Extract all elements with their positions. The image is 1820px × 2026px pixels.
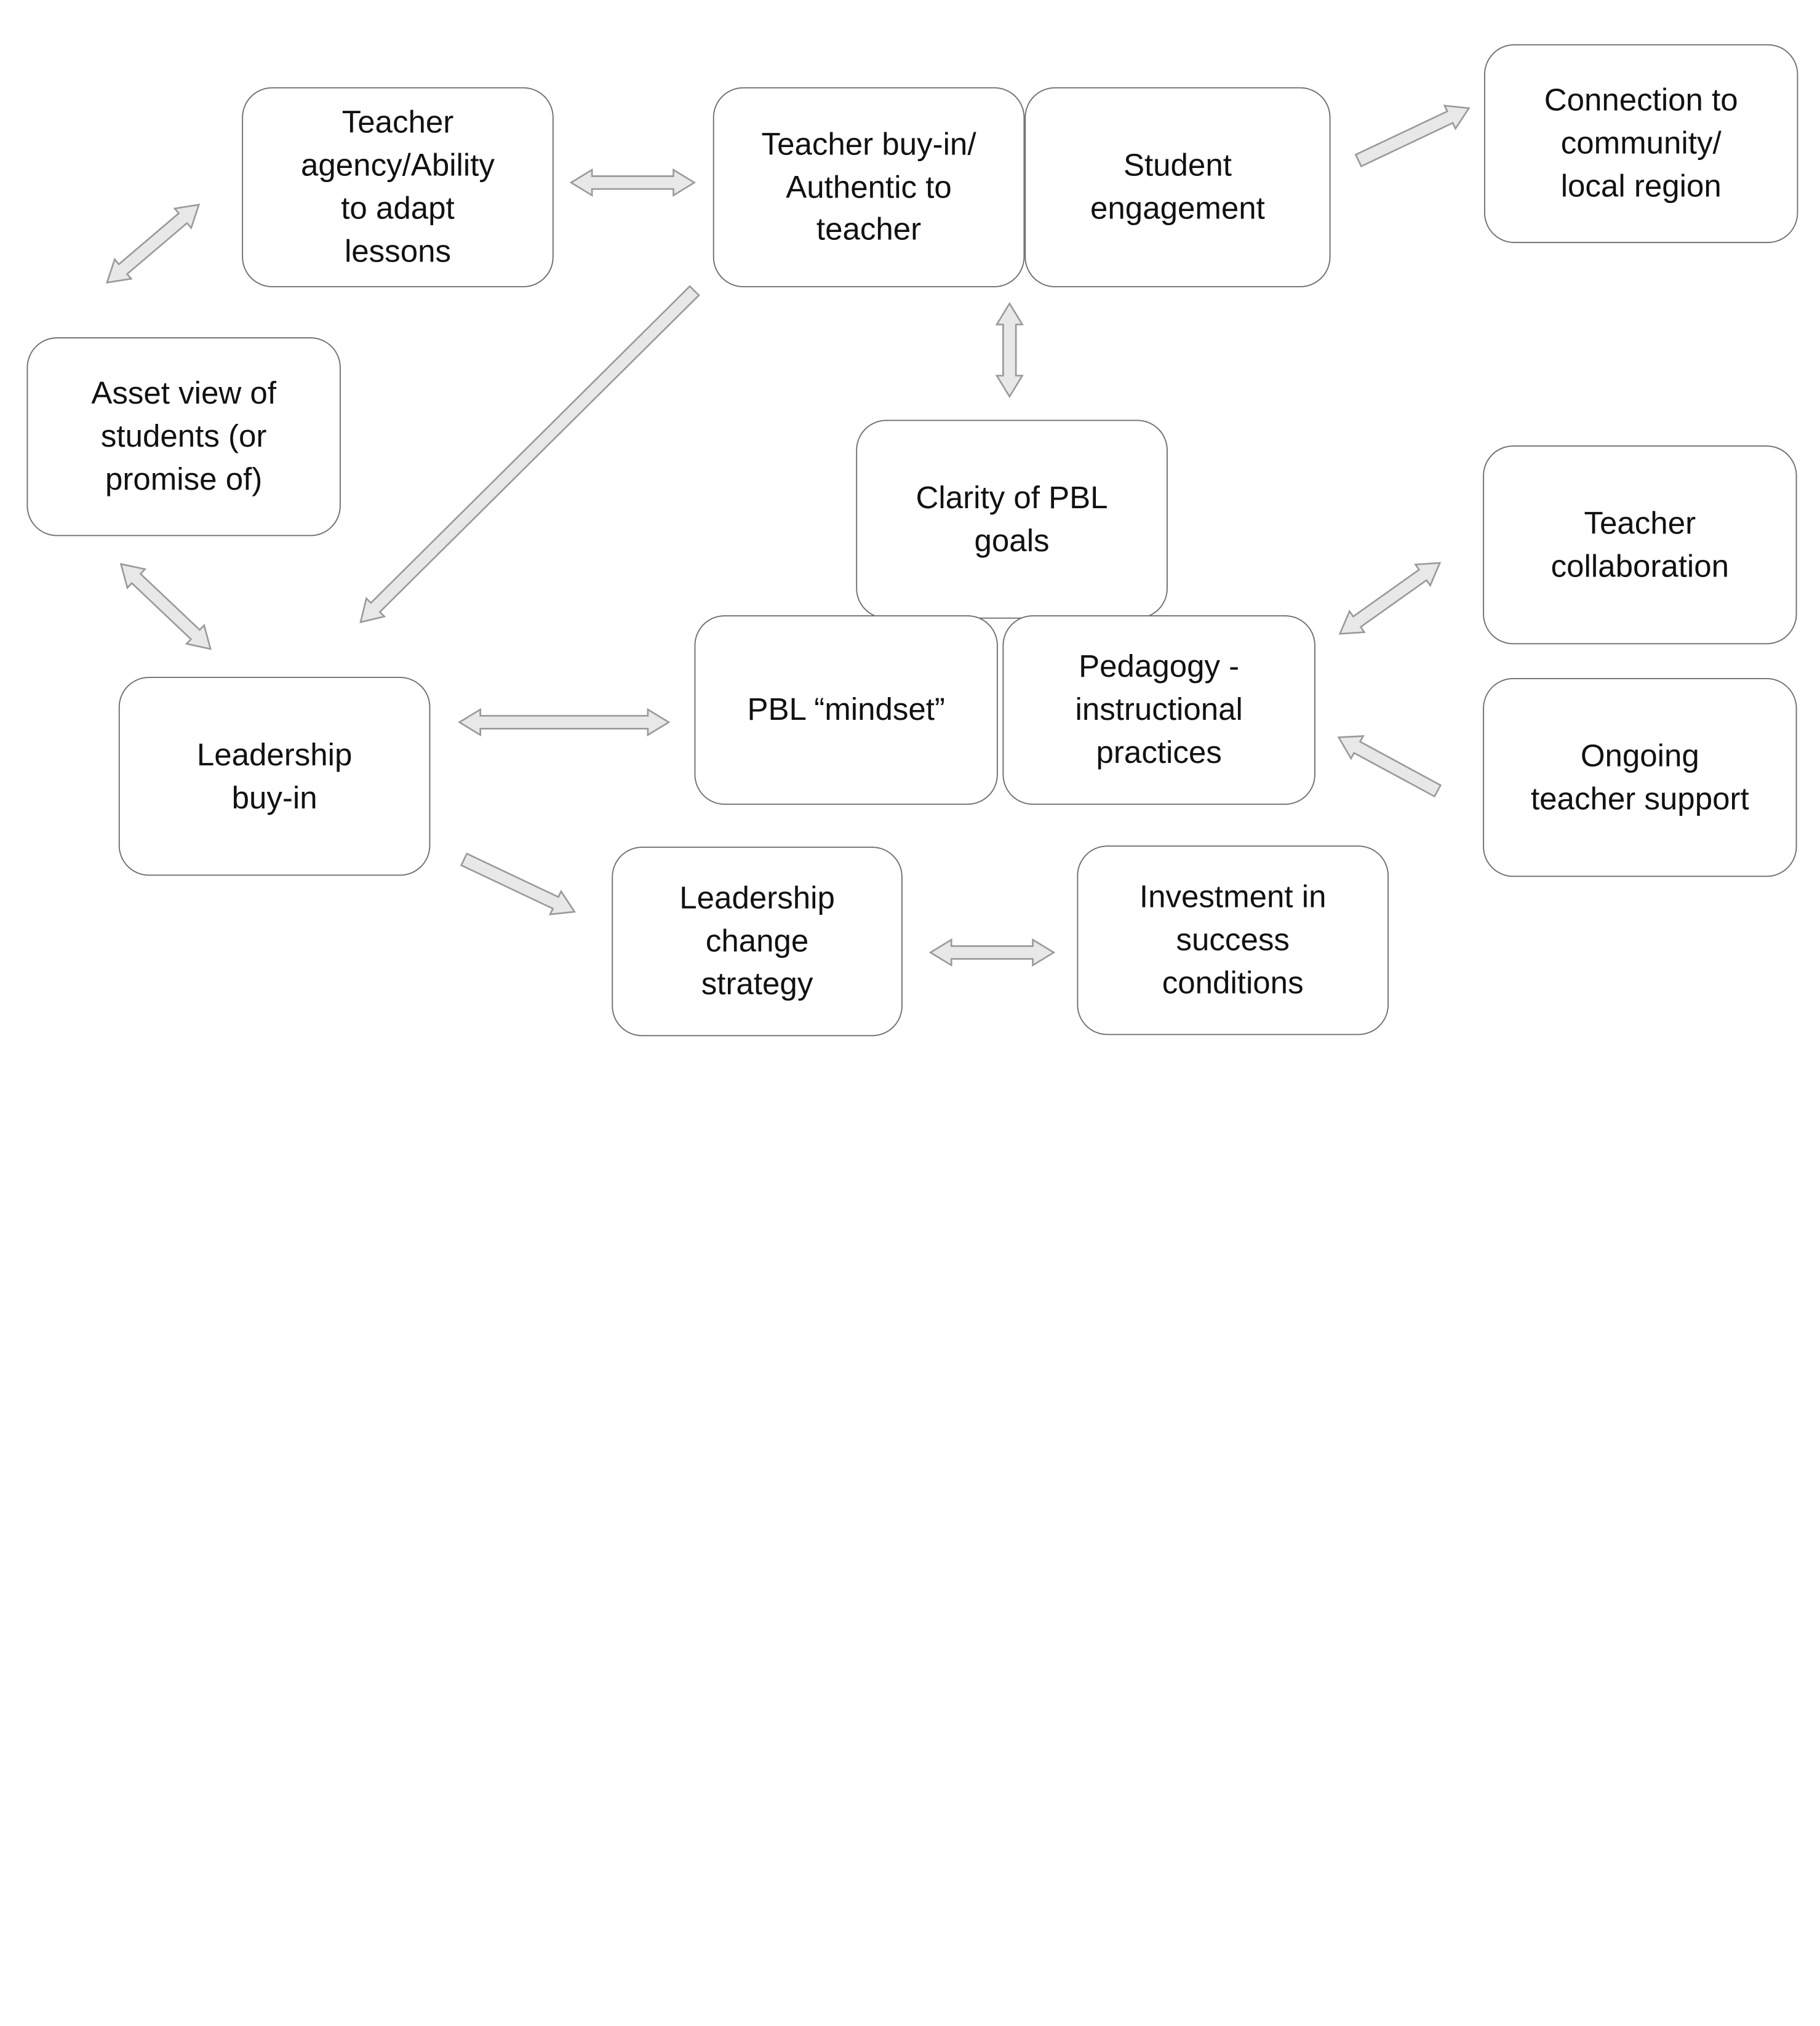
- arrow-asset-view-teacher-agency: [105, 204, 201, 284]
- node-investment-label: Investment in success conditions: [1139, 879, 1327, 1000]
- node-leadership-buy-in: Leadership buy-in: [118, 677, 431, 876]
- arrow-student-engagement-connection: [1354, 105, 1471, 168]
- node-pbl-mindset: PBL “mindset”: [694, 615, 998, 805]
- node-asset-view-label: Asset view of students (or promise of): [91, 375, 277, 497]
- arrow-leadership-buy-in-change: [460, 852, 577, 915]
- arrow-teacher-buy-in-leadership-buy-in: [359, 285, 700, 624]
- node-ongoing-support: Ongoing teacher support: [1483, 678, 1797, 877]
- arrow-pedagogy-teacher-collaboration: [1338, 562, 1442, 635]
- node-clarity-pbl: Clarity of PBL goals: [856, 420, 1168, 619]
- node-connection-community: Connection to community/ local region: [1484, 44, 1798, 244]
- node-student-engagement-label: Student engagement: [1090, 148, 1265, 226]
- arrow-student-engagement-clarity: [995, 301, 1024, 399]
- node-teacher-collaboration-label: Teacher collaboration: [1551, 505, 1730, 583]
- node-teacher-buy-in-label: Teacher buy-in/ Authentic to teacher: [761, 126, 976, 247]
- node-student-engagement: Student engagement: [1024, 87, 1331, 287]
- node-ongoing-support-label: Ongoing teacher support: [1530, 738, 1749, 816]
- node-asset-view: Asset view of students (or promise of): [26, 337, 341, 536]
- node-leadership-buy-in-label: Leadership buy-in: [196, 736, 353, 815]
- node-pbl-mindset-label: PBL “mindset”: [747, 692, 945, 727]
- node-investment: Investment in success conditions: [1077, 845, 1389, 1035]
- node-clarity-pbl-label: Clarity of PBL goals: [916, 479, 1108, 558]
- node-pedagogy-label: Pedagogy - instructional practices: [1075, 648, 1243, 770]
- arrow-ongoing-support-pedagogy: [1337, 735, 1442, 798]
- node-teacher-buy-in: Teacher buy-in/ Authentic to teacher: [712, 87, 1025, 287]
- arrow-teacher-agency-teacher-buy-in: [569, 168, 696, 197]
- arrow-change-investment: [928, 938, 1056, 967]
- node-teacher-agency: Teacher agency/Ability to adapt lessons: [242, 87, 554, 287]
- arrow-asset-view-leadership-buy-in: [119, 563, 212, 650]
- node-leadership-change: Leadership change strategy: [612, 847, 903, 1037]
- node-leadership-change-label: Leadership change strategy: [679, 880, 835, 1002]
- arrows-layer: [105, 105, 1471, 967]
- arrow-leadership-buy-in-pbl-mindset: [458, 708, 671, 737]
- node-pedagogy: Pedagogy - instructional practices: [1002, 615, 1315, 805]
- node-teacher-collaboration: Teacher collaboration: [1483, 445, 1797, 645]
- node-connection-community-label: Connection to community/ local region: [1544, 82, 1738, 204]
- node-teacher-agency-label: Teacher agency/Ability to adapt lessons: [301, 105, 495, 269]
